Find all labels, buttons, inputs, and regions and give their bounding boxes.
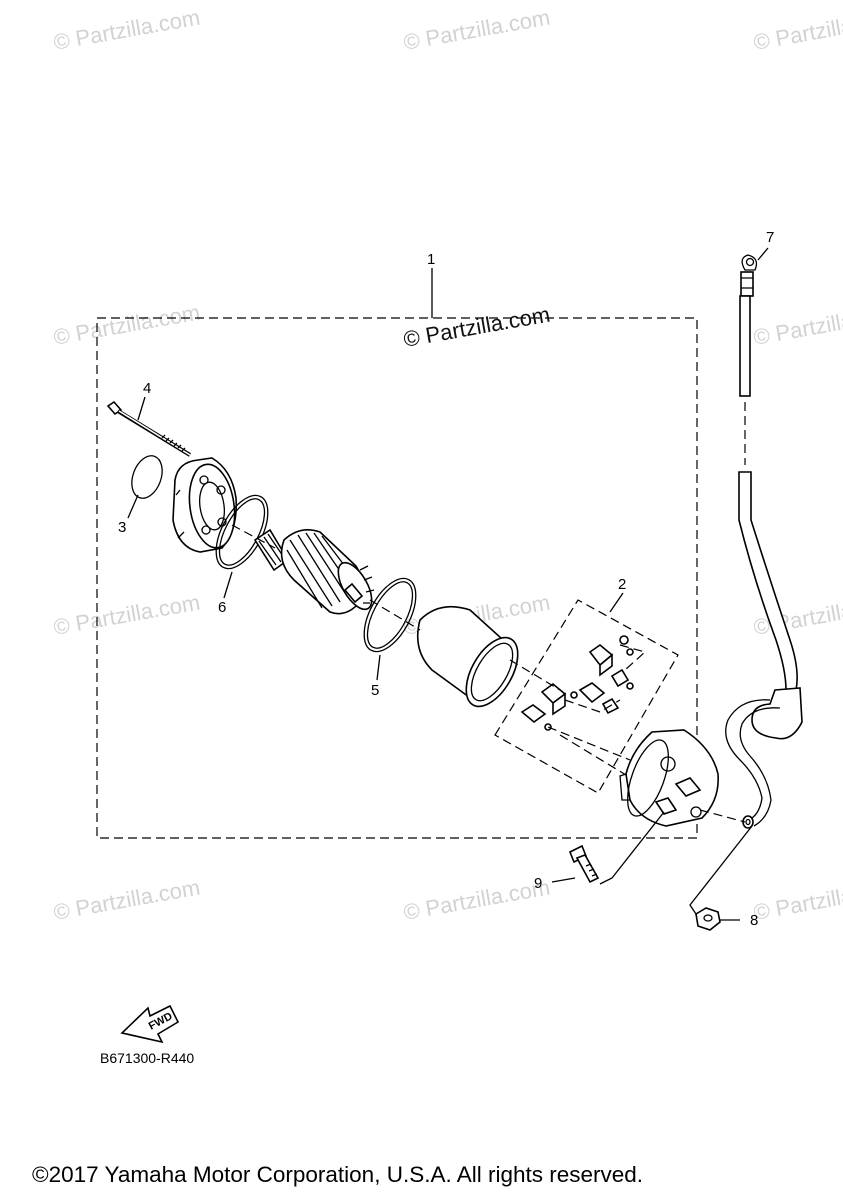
part-9-screw <box>568 844 600 884</box>
brush-components <box>520 635 647 761</box>
watermark: © Partzilla.com <box>752 875 843 925</box>
assembly-guide-lines <box>231 524 746 823</box>
callout-6-leader <box>223 571 233 599</box>
callout-6: 6 <box>218 599 226 616</box>
watermark: © Partzilla.com <box>402 5 552 55</box>
callout-8-leader <box>689 825 753 921</box>
callout-2-leader <box>609 592 624 613</box>
callout-7: 7 <box>766 229 774 246</box>
watermark: © Partzilla.com <box>752 300 843 350</box>
part-4-bolt <box>106 400 192 457</box>
callout-7-leader <box>757 247 769 261</box>
part-7-lead-wire <box>725 254 803 829</box>
callout-3-leader <box>127 494 139 519</box>
watermark: © Partzilla.com <box>52 875 202 925</box>
diagram-code: B671300-R440 <box>100 1050 194 1066</box>
callout-9-leader <box>551 811 665 885</box>
watermark: © Partzilla.com <box>752 5 843 55</box>
copyright-notice: ©2017 Yamaha Motor Corporation, U.S.A. A… <box>32 1162 643 1187</box>
callout-5: 5 <box>371 682 379 699</box>
yoke-housing <box>416 605 519 708</box>
part-5-o-ring <box>363 577 417 653</box>
center-watermark: © Partzilla.com <box>402 302 552 352</box>
watermark: © Partzilla.com <box>52 590 202 640</box>
callout-4: 4 <box>143 380 151 397</box>
armature <box>253 528 375 615</box>
callout-8: 8 <box>750 912 758 929</box>
part-8-nut <box>695 907 721 931</box>
callout-1: 1 <box>427 251 435 268</box>
callout-2: 2 <box>618 576 626 593</box>
watermark: © Partzilla.com <box>52 300 202 350</box>
callout-4-leader <box>137 396 146 421</box>
callout-5-leader <box>376 654 381 681</box>
fwd-arrow-icon: FWD <box>120 1004 180 1044</box>
assembly-boundary-box <box>96 317 698 839</box>
callout-9: 9 <box>534 875 542 892</box>
watermark: © Partzilla.com <box>402 875 552 925</box>
brush-kit-boundary <box>494 599 679 794</box>
rear-end-cover <box>619 729 719 827</box>
part-3-o-ring <box>131 455 163 499</box>
watermark: © Partzilla.com <box>52 5 202 55</box>
callout-3: 3 <box>118 519 126 536</box>
front-cover <box>172 457 238 553</box>
watermark-layer: © Partzilla.com © Partzilla.com © Partzi… <box>52 5 843 925</box>
